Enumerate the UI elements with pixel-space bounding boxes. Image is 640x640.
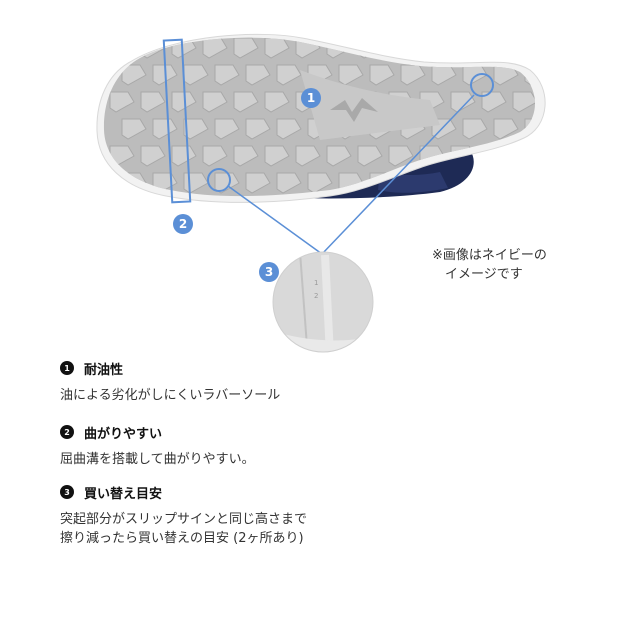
outsole-lug	[202, 145, 228, 167]
outsole-lug	[512, 145, 535, 167]
outsole-lug	[171, 91, 197, 113]
outsole-lug	[202, 91, 228, 113]
feature-replacement-guide: 3 買い替え目安 突起部分がスリップサインと同じ高さまで 擦り減ったら買い替えの…	[60, 482, 307, 548]
outsole-lug	[264, 91, 290, 113]
outsole-lug	[512, 91, 535, 113]
outsole-lug	[214, 118, 240, 140]
outsole-lug	[388, 37, 414, 59]
brand-logo-mark	[330, 98, 378, 122]
callout-2: 2	[173, 214, 193, 234]
feature-title: 曲がりやすい	[84, 426, 163, 442]
outsole-lug	[419, 37, 445, 59]
outsole-lug	[450, 37, 476, 59]
outsole-lug	[233, 145, 259, 167]
outsole-lug	[245, 118, 271, 140]
shoe-sole-illustration: 1 2	[96, 33, 546, 353]
outsole-lug	[512, 37, 535, 59]
outsole-lug	[369, 64, 395, 86]
feature-oil-resistance: 1 耐油性 油による劣化がしにくいラバーソール	[60, 358, 280, 405]
outsole-lug	[276, 118, 302, 140]
outsole-lug	[388, 145, 414, 167]
outsole-lug	[295, 145, 321, 167]
outsole-lug	[109, 91, 135, 113]
flex-groove-highlight	[162, 38, 192, 204]
outsole-lug	[140, 91, 166, 113]
outsole-lug	[338, 64, 364, 86]
outsole-lug	[307, 172, 333, 194]
outsole-lug	[481, 37, 507, 59]
callout-1: 1	[301, 88, 321, 108]
outsole-lug	[326, 145, 352, 167]
feature-title: 耐油性	[84, 362, 124, 378]
feature-number: 1	[60, 361, 74, 375]
outsole-lug	[276, 172, 302, 194]
outsole-lug	[264, 145, 290, 167]
feature-description: 突起部分がスリップサインと同じ高さまで 擦り減ったら買い替えの目安 (2ヶ所あり…	[60, 512, 308, 546]
outsole-lug	[493, 118, 519, 140]
outsole-lug	[245, 64, 271, 86]
outsole-lug	[450, 91, 476, 113]
feature-number: 2	[60, 425, 74, 439]
wear-indicator-marker-heel	[470, 73, 494, 97]
outsole-lug	[462, 118, 488, 140]
outsole-lug	[121, 118, 147, 140]
outsole-lug	[109, 37, 135, 59]
image-color-note: ※画像はネイビーの イメージです	[432, 248, 547, 282]
outsole-lug	[493, 172, 519, 194]
feature-description: 油による劣化がしにくいラバーソール	[60, 388, 281, 403]
wear-indicator-marker-toe	[207, 168, 231, 192]
outsole-lug	[140, 145, 166, 167]
feature-description: 屈曲溝を搭載して曲がりやすい。	[60, 452, 255, 467]
outsole-lug	[183, 118, 209, 140]
outsole-lug	[233, 91, 259, 113]
zoom-mark-1: 1	[314, 279, 318, 287]
callout-3: 3	[259, 262, 279, 282]
zoom-mark-2: 2	[314, 292, 318, 300]
outsole-lug	[233, 37, 259, 59]
wear-indicator-zoom: 1 2	[273, 252, 373, 352]
outsole-lug	[121, 64, 147, 86]
outsole-lug	[481, 91, 507, 113]
feature-title: 買い替え目安	[84, 486, 163, 502]
outsole-lug	[276, 64, 302, 86]
outsole-lug	[214, 64, 240, 86]
outsole-lug	[245, 172, 271, 194]
feature-number: 3	[60, 485, 74, 499]
outsole-lug	[524, 172, 535, 194]
outsole-lug	[357, 145, 383, 167]
feature-flexibility: 2 曲がりやすい 屈曲溝を搭載して曲がりやすい。	[60, 422, 255, 469]
